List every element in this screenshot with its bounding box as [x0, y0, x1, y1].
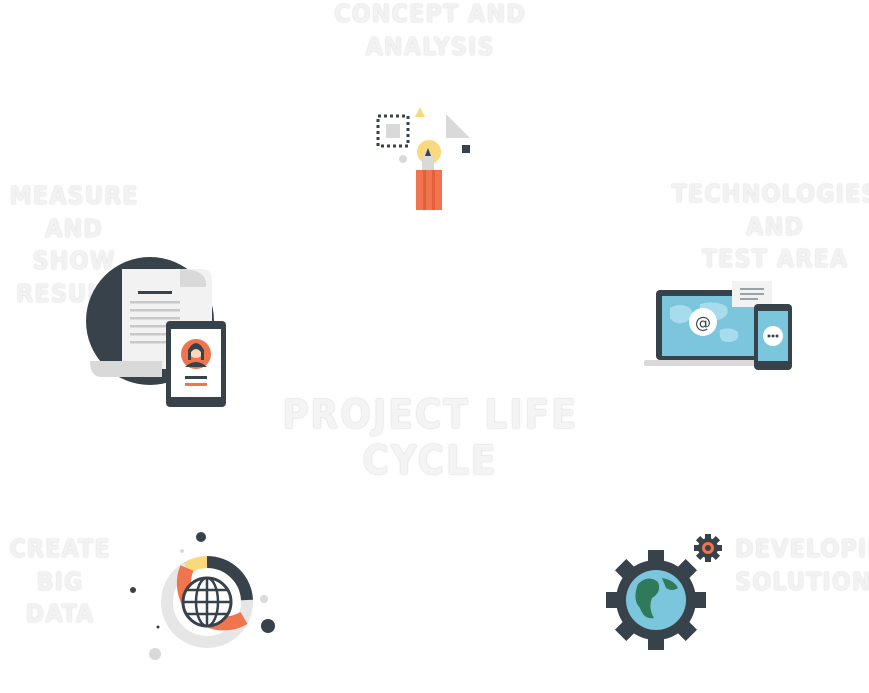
bigdata-label-line1: CREATE — [9, 534, 111, 563]
globe-chart-icon — [130, 532, 275, 660]
document-tablet-icon — [86, 257, 226, 407]
step-label-developing: DEVELOPING SOLUTION — [735, 533, 869, 598]
laptop-phone-icon: @ — [644, 281, 792, 370]
concept-label-text: CONCEPT AND ANALYSIS — [334, 0, 526, 61]
technologies-label-line2: TEST AREA — [701, 244, 849, 273]
technologies-label-line1: TECHNOLOGIES AND — [671, 179, 869, 241]
developing-label-line2: SOLUTION — [735, 566, 869, 596]
measure-label-line1: MEASURE AND — [9, 181, 139, 243]
step-label-technologies: TECHNOLOGIES AND TEST AREA — [670, 178, 869, 276]
step-label-concept: CONCEPT AND ANALYSIS — [300, 0, 560, 63]
step-label-bigdata: CREATE BIG DATA — [5, 533, 115, 631]
svg-text:@: @ — [695, 313, 711, 332]
developing-label-line1: DEVELOPING — [735, 534, 869, 563]
page-title: PROJECT LIFE CYCLE — [282, 392, 578, 484]
pencil-design-icon — [376, 107, 470, 210]
bigdata-label-line2: BIG DATA — [25, 566, 95, 629]
gear-globe-icon — [606, 534, 722, 650]
